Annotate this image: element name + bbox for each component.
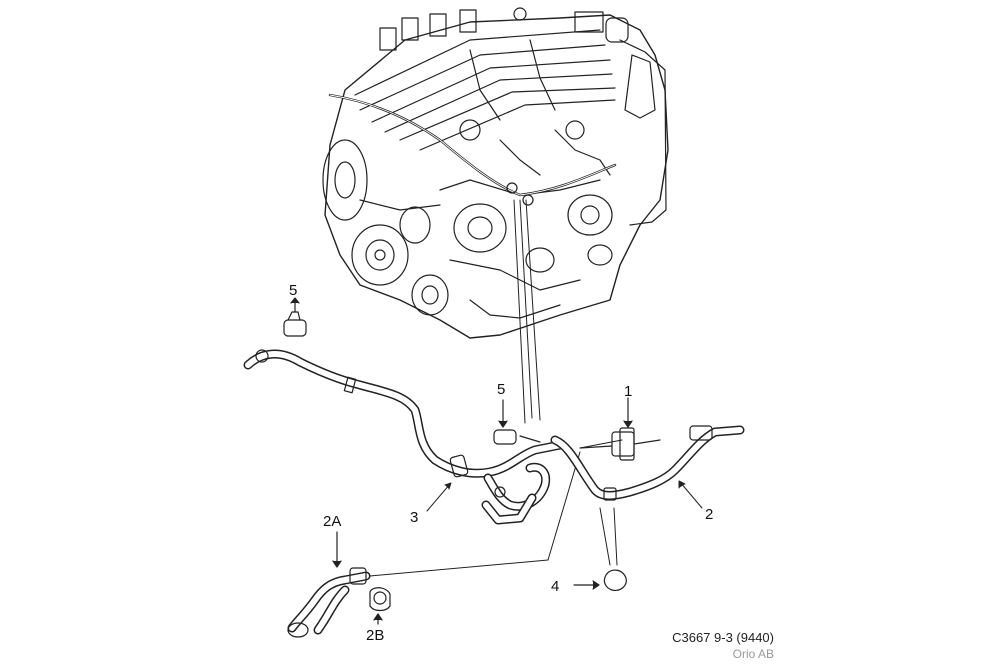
bushing-2b — [369, 587, 391, 625]
clamp-5-mid — [493, 399, 541, 445]
leader-lines — [369, 199, 623, 577]
clip-4 — [573, 569, 627, 591]
callout-3: 3 — [410, 509, 419, 526]
callout-4: 4 — [551, 578, 560, 595]
copyright-credit: Orio AB — [732, 647, 774, 661]
callout-2a: 2A — [323, 513, 342, 530]
callout-5-mid: 5 — [497, 381, 506, 398]
callout-1: 1 — [624, 383, 633, 400]
callout-2b: 2B — [366, 627, 385, 644]
hose-2a — [287, 531, 371, 638]
callout-2: 2 — [705, 506, 714, 523]
clamp-5-left — [283, 297, 307, 337]
callout-5-left: 5 — [289, 282, 298, 299]
drawing-reference: C3667 9-3 (9440) — [672, 630, 774, 645]
callout-leaders — [426, 480, 703, 512]
hose-2 — [550, 425, 745, 501]
engine-illustration — [322, 7, 669, 339]
valve-1 — [579, 397, 661, 461]
hose-3 — [243, 349, 565, 525]
